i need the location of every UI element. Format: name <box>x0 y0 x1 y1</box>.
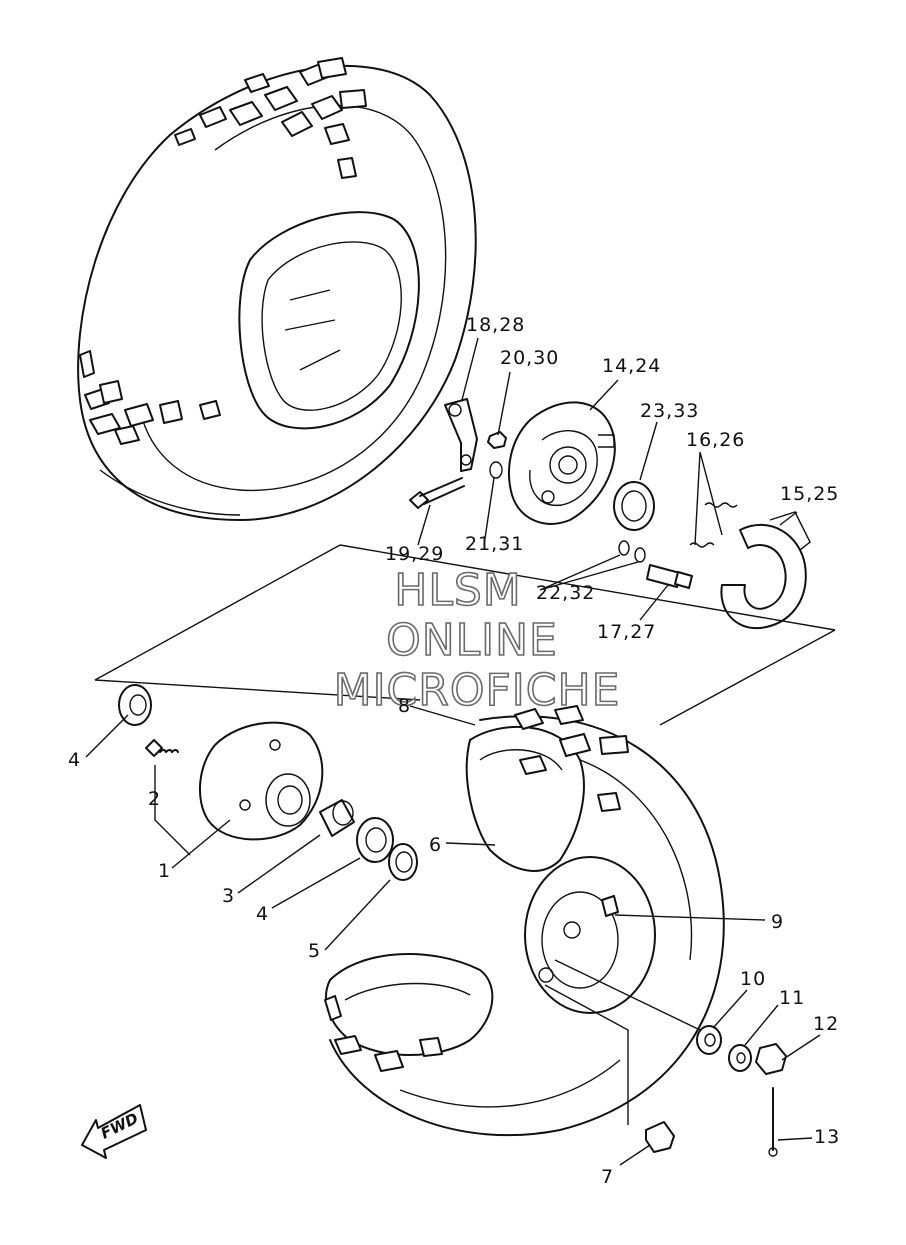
label-20-30: 20,30 <box>500 347 559 369</box>
watermark: HLSM ONLINE MICROFICHE <box>333 564 621 717</box>
label-7: 7 <box>601 1166 614 1188</box>
top-tire <box>77 57 477 521</box>
label-18-28: 18,28 <box>466 314 525 336</box>
label-22-32: 22,32 <box>536 582 595 604</box>
small-parts <box>645 1025 787 1157</box>
label-4-right: 4 <box>256 903 269 925</box>
label-2: 2 <box>148 788 161 810</box>
bottom-tire <box>324 705 725 1137</box>
label-14-24: 14,24 <box>602 355 661 377</box>
label-1: 1 <box>158 860 171 882</box>
label-6: 6 <box>429 834 442 856</box>
label-9: 9 <box>771 911 784 933</box>
label-16-26: 16,26 <box>686 429 745 451</box>
watermark-line2: ONLINE <box>386 615 558 666</box>
watermark-line1: HLSM <box>394 565 522 616</box>
label-13: 13 <box>814 1126 840 1148</box>
label-12: 12 <box>813 1013 839 1035</box>
label-11: 11 <box>779 987 805 1009</box>
label-3: 3 <box>222 885 235 907</box>
watermark-line3: MICROFICHE <box>334 665 621 716</box>
label-17-27: 17,27 <box>597 621 656 643</box>
label-21-31: 21,31 <box>465 533 524 555</box>
label-23-33: 23,33 <box>640 400 699 422</box>
label-8: 8 <box>398 695 411 717</box>
leader-lines <box>85 337 821 1166</box>
hub-parts <box>118 684 418 881</box>
label-5: 5 <box>308 940 321 962</box>
exploded-outline <box>94 544 836 726</box>
label-15-25: 15,25 <box>780 483 839 505</box>
label-10: 10 <box>740 968 766 990</box>
label-4-left: 4 <box>68 749 81 771</box>
brake-assembly <box>409 398 811 630</box>
fwd-arrow-icon: FWD <box>81 1104 147 1159</box>
label-19-29: 19,29 <box>385 543 444 565</box>
callout-labels: 18,28 20,30 14,24 23,33 16,26 15,25 19,2… <box>68 314 840 1188</box>
